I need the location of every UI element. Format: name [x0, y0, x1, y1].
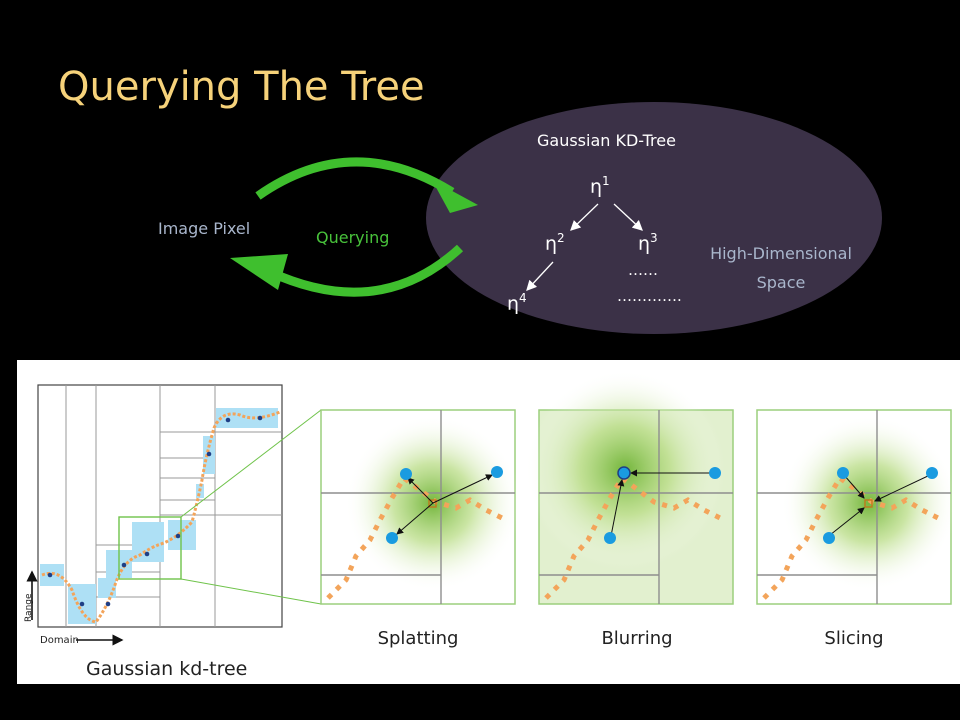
panel-label-slicing: Slicing	[824, 628, 883, 649]
tree-node-3: η3	[638, 231, 658, 255]
tree-edge-1-2	[570, 203, 599, 231]
zoom-region	[118, 516, 182, 580]
axis-range-label: Range	[24, 593, 34, 622]
space-title: Gaussian KD-Tree	[537, 131, 676, 150]
top-diagram: η1 η2 η3 η4 …… …………. Gaussian KD-Tree Im…	[158, 102, 882, 334]
panel-label-splatting: Splatting	[378, 628, 459, 649]
querying-arrow-bottom-head	[230, 254, 288, 290]
kd-tree-figure: Range Domain Gaussian kd-tree Splatting	[24, 370, 957, 680]
slide-title: Querying The Tree	[58, 64, 425, 110]
splatting-panel	[320, 409, 521, 605]
tree-node-4: η4	[507, 291, 527, 315]
image-pixel-label: Image Pixel	[158, 219, 250, 238]
tree-node-1: η1	[590, 174, 610, 198]
slicing-panel	[756, 409, 957, 605]
tree-edge-2-4	[526, 261, 554, 291]
querying-arrow-top-head	[432, 180, 478, 213]
figure-panel: Range Domain Gaussian kd-tree Splatting	[17, 360, 960, 684]
tree-ellipsis-short: ……	[628, 261, 658, 279]
querying-arrow-bottom	[268, 244, 464, 297]
gaussian-kd-tree-caption: Gaussian kd-tree	[86, 658, 247, 680]
axis-domain-label: Domain	[40, 635, 79, 646]
querying-label: Querying	[316, 228, 389, 247]
tree-node-2: η2	[545, 231, 565, 255]
blurring-panel	[525, 370, 734, 605]
kd-tree-overview	[26, 384, 322, 646]
tree-edge-1-3	[613, 203, 643, 231]
tree-ellipsis-long: ………….	[617, 287, 682, 305]
space-label: Space	[757, 273, 806, 292]
high-dimensional-label: High-Dimensional	[710, 244, 852, 263]
querying-arrow-top	[255, 157, 455, 200]
panel-label-blurring: Blurring	[601, 628, 672, 649]
